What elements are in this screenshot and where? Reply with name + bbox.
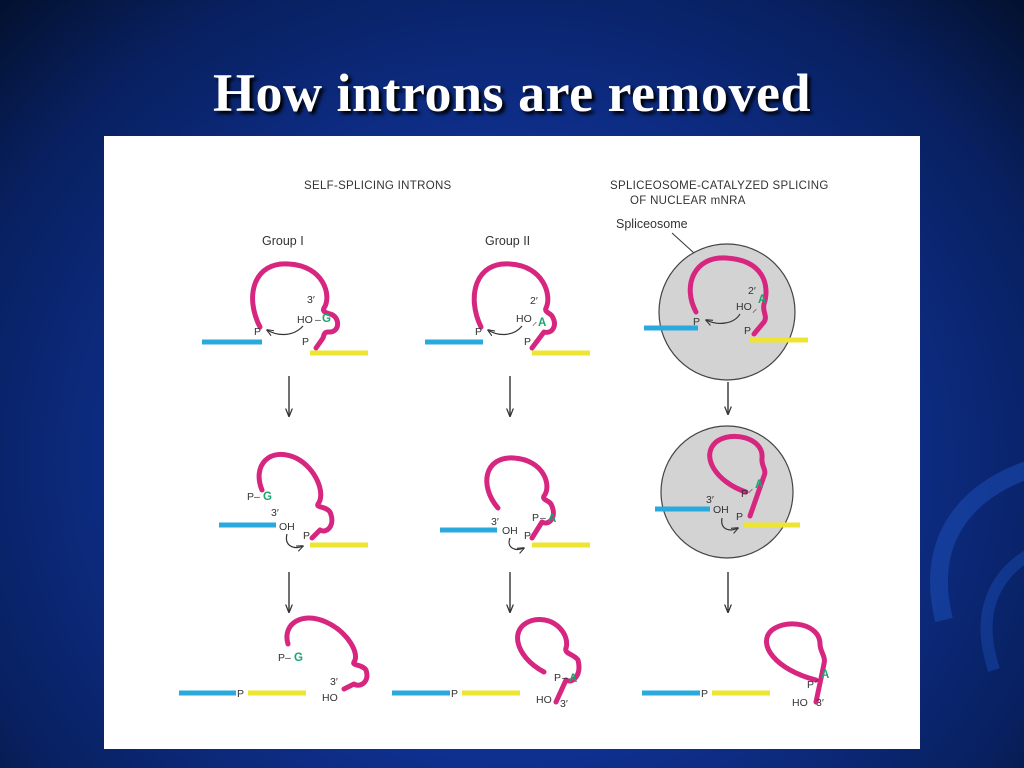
intron-loop bbox=[764, 621, 827, 705]
three-prime-label: 3′ bbox=[816, 697, 824, 709]
two-prime-label: 2′ bbox=[530, 295, 538, 307]
spliceosome-step2: 3′ OH P ⸝ A P bbox=[655, 425, 800, 559]
spliceosome-particle bbox=[658, 243, 796, 381]
spliceosome-step3: P P ⸝ A HO 3′ bbox=[642, 621, 829, 709]
phosphate-label: P bbox=[524, 336, 531, 348]
phosphate-label: P bbox=[524, 530, 531, 542]
adenosine-label: A bbox=[758, 294, 766, 306]
intron-removal-figure: SELF-SPLICING INTRONS SPLICEOSOME-CATALY… bbox=[104, 136, 920, 749]
header-spliceosome-line1: SPLICEOSOME-CATALYZED SPLICING bbox=[610, 180, 829, 192]
phosphate-label: P bbox=[302, 336, 309, 348]
hydroxyl-label: HO bbox=[536, 694, 552, 706]
attack-arrow bbox=[285, 533, 303, 548]
guanosine-label: G bbox=[263, 491, 272, 503]
hydroxyl-label: HO bbox=[736, 301, 752, 313]
adenosine-label: A bbox=[755, 479, 763, 491]
phosphate-label: P bbox=[451, 688, 458, 700]
dash-label: – bbox=[254, 491, 260, 503]
three-prime-label: 3′ bbox=[271, 507, 279, 519]
phosphate-label: P bbox=[303, 530, 310, 542]
intron-loop bbox=[256, 451, 335, 541]
dash-label: – bbox=[540, 512, 546, 524]
label-group-2: Group II bbox=[485, 234, 530, 248]
attack-arrow bbox=[488, 325, 523, 335]
phosphate-label: P bbox=[237, 688, 244, 700]
dash-label: – bbox=[562, 672, 568, 684]
group1-step3: P P – G 3′ HO bbox=[179, 615, 370, 704]
hydroxyl-label: HO bbox=[322, 692, 338, 704]
spliceosome-pointer-line bbox=[671, 232, 695, 254]
adenosine-label: A bbox=[821, 669, 829, 681]
dash-label: ⸝ bbox=[532, 316, 537, 328]
three-prime-label: 3′ bbox=[307, 294, 315, 306]
guanosine-label: G bbox=[322, 313, 331, 325]
group2-step1: P P 2′ HO ⸝ A bbox=[425, 261, 590, 356]
hydroxyl-label: HO bbox=[297, 314, 313, 326]
adenosine-label: A bbox=[538, 317, 546, 329]
intron-loop bbox=[687, 255, 769, 337]
phosphate-label: P bbox=[554, 672, 561, 684]
group2-step2: 3′ OH P – A P bbox=[440, 455, 590, 550]
hydroxyl-label: OH bbox=[713, 504, 729, 516]
hydroxyl-label: OH bbox=[502, 525, 518, 537]
adenosine-label: A bbox=[569, 673, 577, 685]
dash-label: – bbox=[315, 314, 321, 326]
figure-canvas: SELF-SPLICING INTRONS SPLICEOSOME-CATALY… bbox=[179, 180, 829, 710]
dash-label: ⸝ bbox=[814, 673, 819, 685]
phosphate-label: P bbox=[247, 491, 254, 503]
two-prime-label: 2′ bbox=[748, 285, 756, 297]
header-self-splicing: SELF-SPLICING INTRONS bbox=[304, 180, 452, 192]
hydroxyl-label: HO bbox=[516, 313, 532, 325]
attack-arrow bbox=[706, 313, 741, 323]
dash-label: ⸝ bbox=[752, 303, 757, 315]
intron-loop bbox=[707, 433, 768, 519]
spliceosome-step1: P P 2′ HO ⸝ A bbox=[644, 243, 808, 381]
dash-label: ⸝ bbox=[748, 483, 753, 495]
intron-loop bbox=[484, 455, 556, 541]
attack-arrow bbox=[267, 325, 304, 335]
phosphate-label: P bbox=[532, 512, 539, 524]
intron-loop bbox=[471, 261, 557, 351]
phosphate-label: P bbox=[701, 688, 708, 700]
phosphate-label: P bbox=[741, 488, 748, 500]
phosphate-label: P bbox=[693, 316, 700, 328]
intron-loop bbox=[515, 617, 582, 705]
hydroxyl-label: OH bbox=[279, 521, 295, 533]
header-spliceosome-line2: OF NUCLEAR mNRA bbox=[630, 195, 746, 207]
group1-step2: P – G 3′ OH P bbox=[219, 451, 368, 548]
intron-loop bbox=[284, 615, 370, 692]
three-prime-label: 3′ bbox=[560, 698, 568, 710]
phosphate-label: P bbox=[744, 325, 751, 337]
guanosine-label: G bbox=[294, 652, 303, 664]
phosphate-label: P bbox=[475, 326, 482, 338]
three-prime-label: 3′ bbox=[330, 676, 338, 688]
attack-arrow bbox=[721, 517, 738, 530]
adenosine-label: A bbox=[548, 513, 556, 525]
three-prime-label: 3′ bbox=[491, 516, 499, 528]
label-spliceosome: Spliceosome bbox=[616, 217, 688, 231]
slide-title: How introns are removed bbox=[213, 63, 811, 123]
group2-step3: P P – A HO 3′ bbox=[392, 617, 582, 710]
hydroxyl-label: HO bbox=[792, 697, 808, 709]
three-prime-label: 3′ bbox=[706, 494, 714, 506]
group1-step1: P P 3′ HO – G bbox=[202, 261, 368, 356]
phosphate-label: P bbox=[254, 326, 261, 338]
attack-arrow bbox=[508, 537, 524, 550]
intron-loop bbox=[250, 261, 341, 351]
phosphate-label: P bbox=[807, 679, 814, 691]
spliceosome-particle bbox=[660, 425, 794, 559]
phosphate-label: P bbox=[278, 652, 285, 664]
phosphate-label: P bbox=[736, 511, 743, 523]
dash-label: – bbox=[285, 652, 291, 664]
label-group-1: Group I bbox=[262, 234, 304, 248]
decorative-swoosh bbox=[930, 461, 1024, 672]
